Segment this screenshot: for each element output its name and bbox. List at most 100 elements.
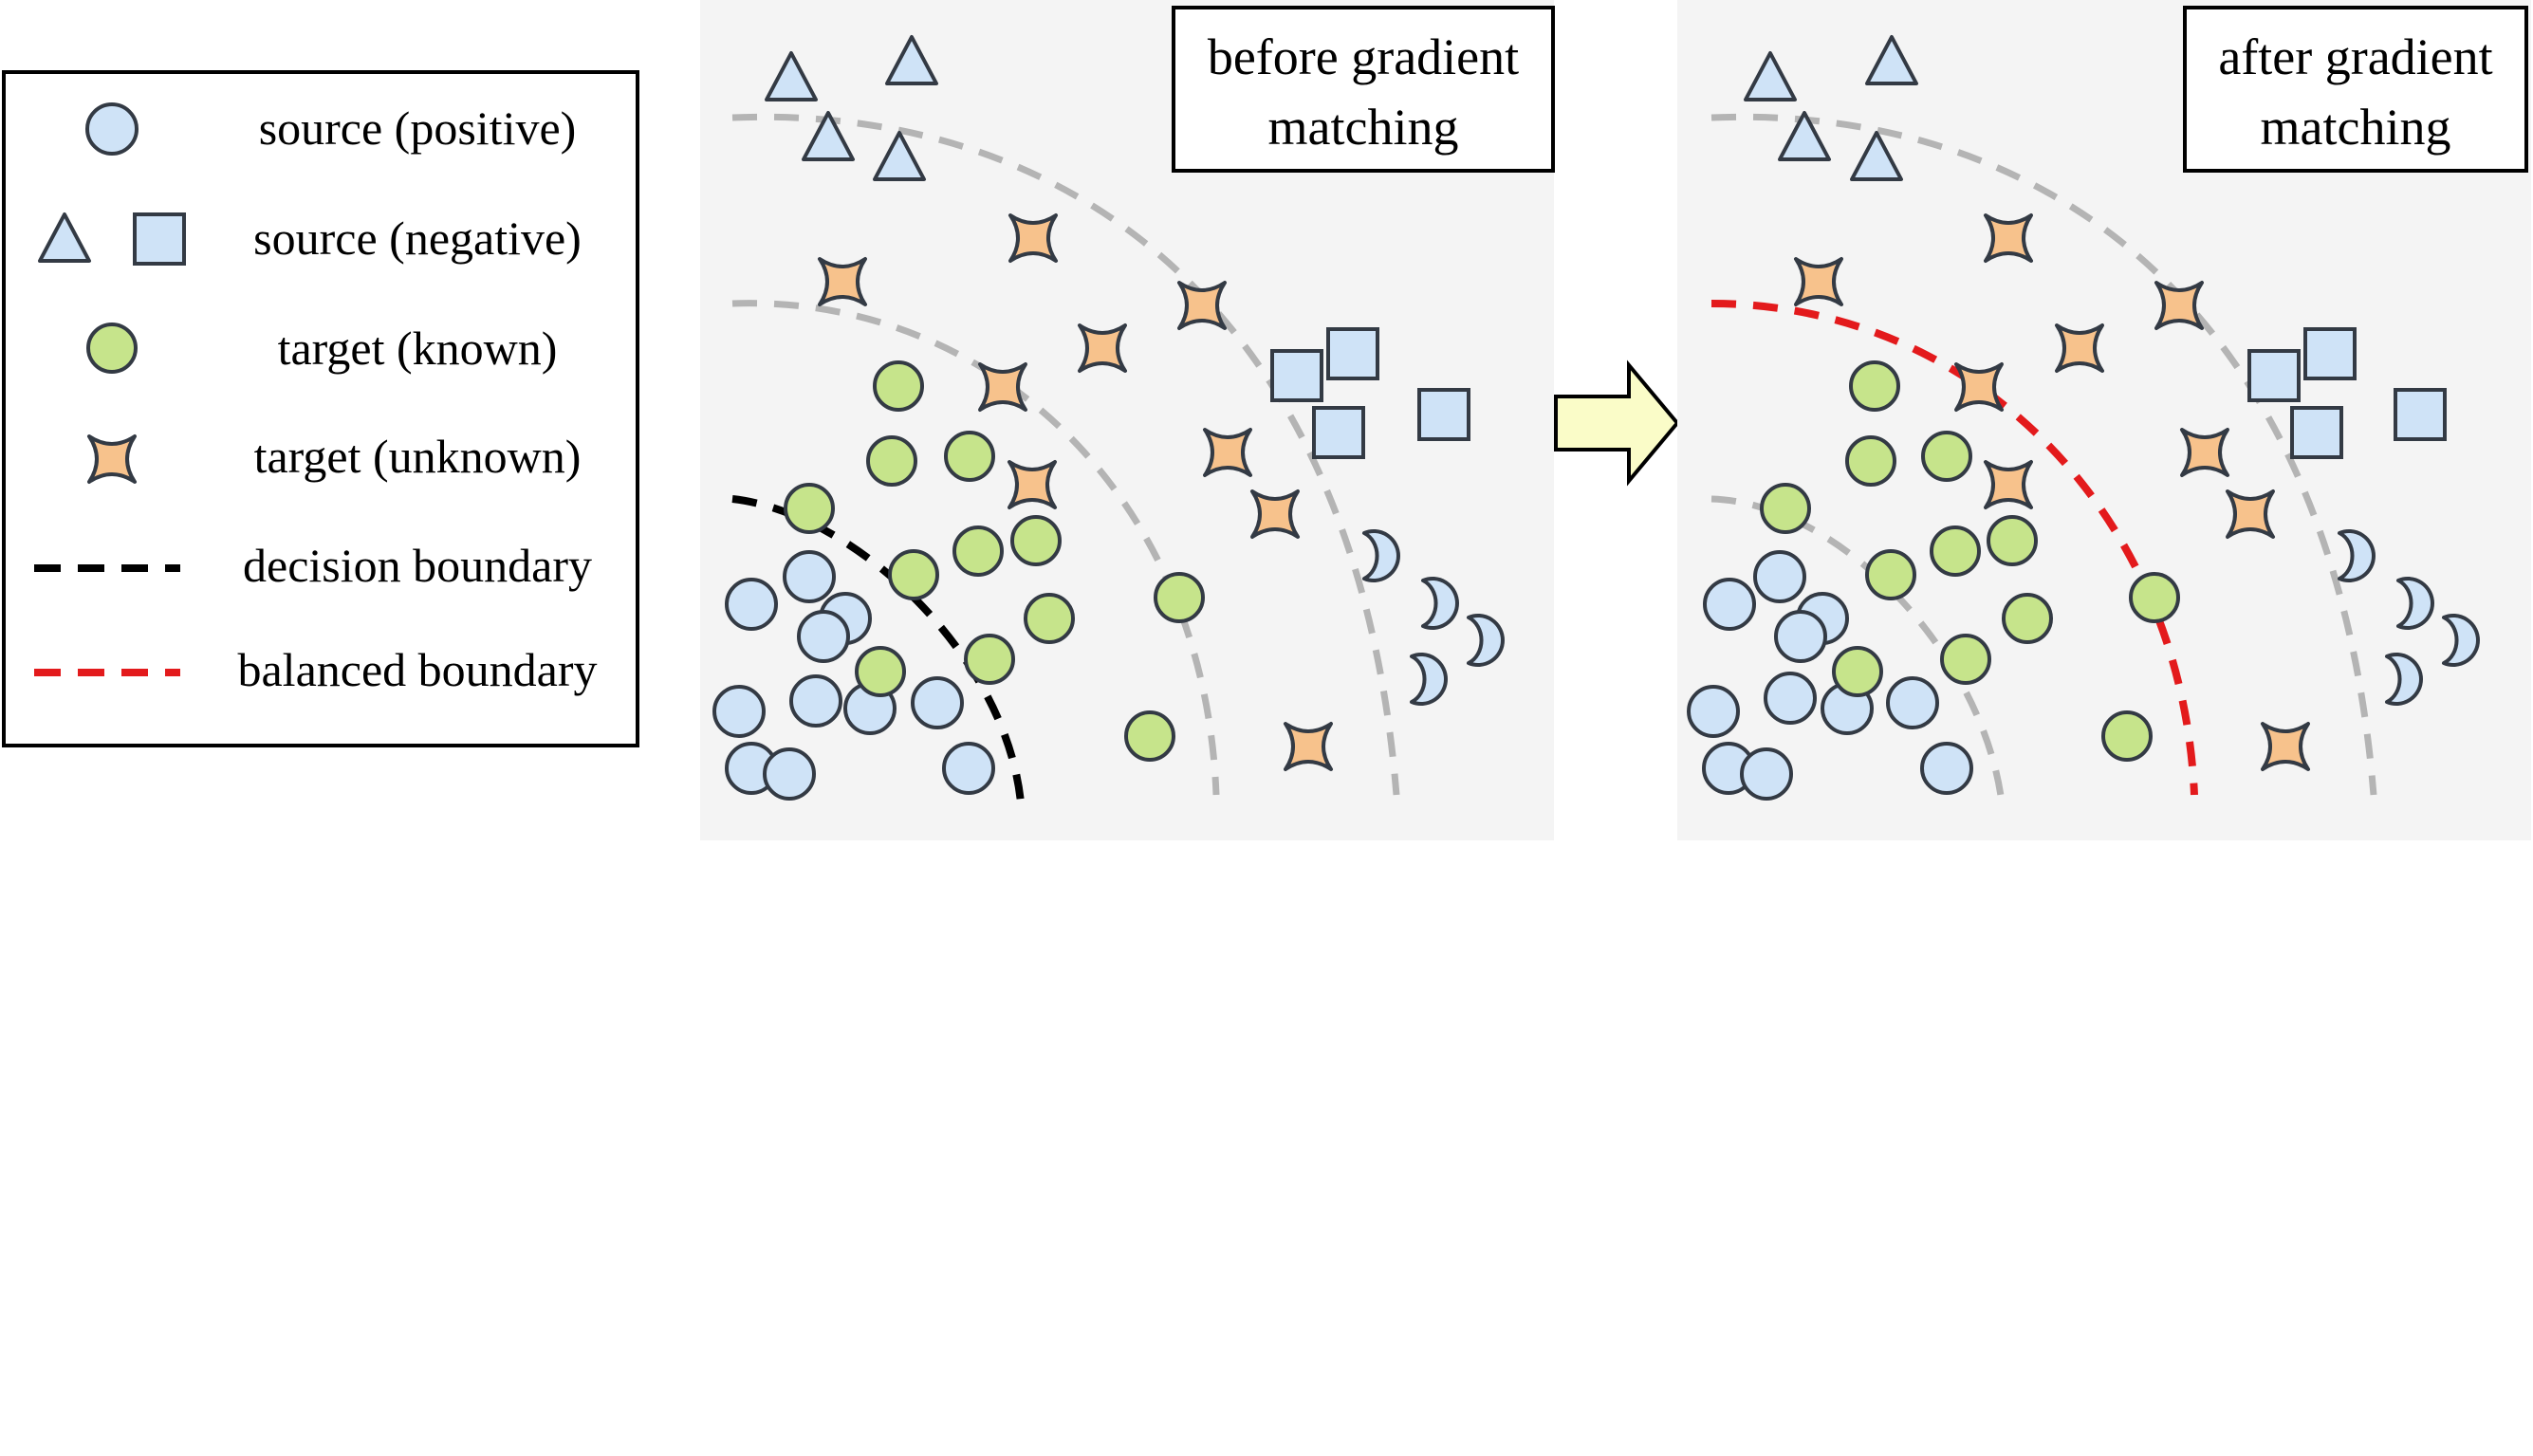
square-icon	[1312, 406, 1365, 459]
square-icon	[2394, 388, 2447, 441]
star-icon	[2055, 323, 2104, 373]
circle-icon	[1865, 549, 1916, 600]
circle-icon	[1930, 525, 1981, 577]
legend-item-target-unknown: target (unknown)	[87, 430, 582, 484]
square-icon	[2290, 406, 2343, 459]
outer-guide-arc	[731, 113, 1400, 796]
circle-icon	[1124, 710, 1175, 762]
circle-icon	[1921, 431, 1972, 482]
circle-icon	[1832, 646, 1883, 697]
middle-guide-arc	[731, 300, 1220, 796]
star-icon	[1984, 460, 2033, 509]
arrow-right-icon	[1554, 359, 1680, 487]
square-icon	[133, 212, 186, 266]
square-icon	[1270, 349, 1323, 402]
circle-icon	[789, 674, 842, 728]
star-icon	[2154, 281, 2204, 330]
title-line-1: before gradient	[1208, 28, 1519, 85]
legend-label: target (unknown)	[254, 430, 582, 483]
square-icon	[1326, 327, 1379, 380]
circle-icon	[1703, 578, 1756, 631]
star-icon	[2180, 428, 2229, 477]
star-icon	[1250, 489, 1300, 539]
circle-icon	[1774, 610, 1827, 663]
circle-icon	[763, 747, 816, 801]
legend-item-source-negative: source (negative)	[38, 212, 582, 266]
square-icon	[1417, 388, 1470, 441]
circle-icon	[2101, 710, 2153, 762]
legend-label: source (negative)	[253, 212, 582, 265]
star-icon	[2261, 722, 2310, 771]
legend-frame	[2, 70, 639, 747]
star-icon	[1078, 323, 1127, 373]
star-icon	[1284, 722, 1333, 771]
circle-icon	[725, 578, 778, 631]
star-icon	[1794, 257, 1843, 306]
balanced-boundary	[1710, 300, 2198, 796]
circle-icon	[86, 323, 138, 374]
circle-icon	[942, 742, 995, 795]
legend-label: target (known)	[278, 322, 558, 375]
panel-after: after gradient matching	[1677, 0, 2531, 840]
circle-icon	[1987, 515, 2038, 566]
circle-icon	[1760, 483, 1811, 534]
legend-item-balanced-boundary: balanced boundary	[34, 643, 598, 696]
star-icon	[1954, 362, 2004, 412]
title-frame	[2183, 6, 2528, 173]
star-icon	[2226, 489, 2275, 539]
legend-item-target-known: target (known)	[86, 322, 558, 375]
circle-icon	[2129, 572, 2180, 623]
star-icon	[1984, 213, 2033, 263]
legend: source (positive) source (negative) targ…	[2, 70, 639, 747]
title-frame	[1172, 6, 1555, 173]
circle-icon	[85, 102, 139, 156]
circle-icon	[1845, 435, 1896, 487]
circle-icon	[944, 431, 995, 482]
star-icon	[818, 257, 867, 306]
star-icon	[1008, 460, 1057, 509]
circle-icon	[952, 525, 1004, 577]
legend-label: source (positive)	[259, 101, 577, 155]
circle-icon	[797, 610, 850, 663]
square-icon	[2303, 327, 2357, 380]
circle-icon	[1940, 634, 1991, 685]
title-line-2: matching	[2261, 99, 2451, 156]
circle-icon	[1024, 593, 1075, 644]
circle-icon	[1740, 747, 1793, 801]
guide-arcs	[731, 113, 1400, 796]
circle-icon	[1753, 550, 1806, 603]
square-icon	[2247, 349, 2301, 402]
legend-label: balanced boundary	[237, 643, 597, 696]
star-icon	[1008, 213, 1058, 263]
legend-label: decision boundary	[243, 539, 592, 592]
panel-title: after gradient matching	[2183, 6, 2528, 173]
circle-icon	[1010, 515, 1062, 566]
title-line-2: matching	[1268, 99, 1459, 156]
circle-icon	[783, 550, 836, 603]
circle-icon	[1849, 360, 1900, 412]
circle-icon	[1886, 676, 1939, 729]
title-line-1: after gradient	[2218, 28, 2492, 85]
star-icon	[87, 434, 137, 484]
circle-icon	[712, 685, 766, 738]
circle-icon	[866, 435, 917, 487]
outer-guide-arc	[1710, 113, 2377, 796]
circle-icon	[784, 483, 835, 534]
circle-icon	[873, 360, 924, 412]
circle-icon	[911, 676, 964, 729]
legend-item-source-positive: source (positive)	[85, 101, 577, 156]
star-icon	[978, 362, 1027, 412]
circle-icon	[1920, 742, 1973, 795]
circle-icon	[855, 646, 906, 697]
panel-before: before gradient matching	[700, 0, 1555, 840]
circle-icon	[1687, 685, 1740, 738]
legend-item-decision-boundary: decision boundary	[34, 539, 592, 592]
circle-icon	[2002, 593, 2053, 644]
panel-title: before gradient matching	[1172, 6, 1555, 173]
circle-icon	[1764, 672, 1817, 725]
star-icon	[1203, 428, 1252, 477]
star-icon	[1177, 281, 1227, 330]
circle-icon	[888, 549, 939, 600]
circle-icon	[964, 634, 1015, 685]
